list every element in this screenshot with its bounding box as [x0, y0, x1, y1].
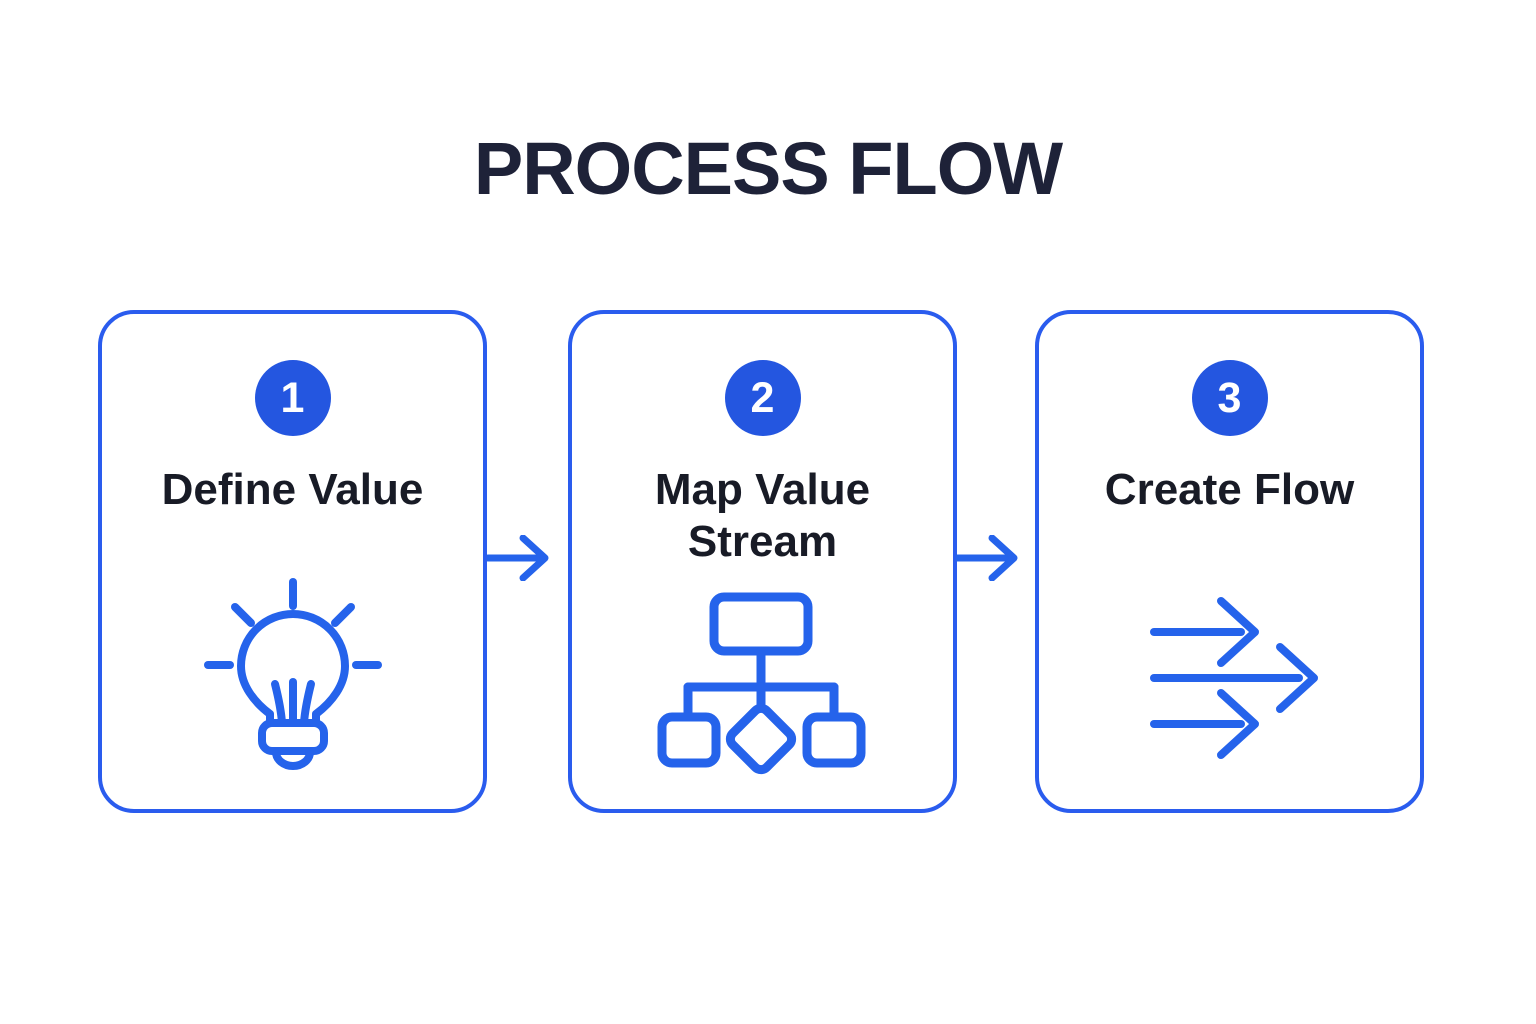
step-label: Map Value Stream	[654, 465, 871, 566]
arrow-right-icon	[956, 535, 1022, 581]
triple-arrows-icon	[1129, 592, 1349, 782]
step-number-badge: 1	[254, 360, 331, 436]
step-card-define-value: 1 Define Value	[98, 310, 487, 813]
flowchart-icon	[648, 587, 878, 787]
arrow-right-icon	[487, 535, 553, 581]
step-card-create-flow: 3 Create Flow	[1035, 310, 1424, 813]
step-label: Define Value	[161, 465, 424, 514]
page-title: PROCESS FLOW	[473, 127, 1063, 210]
step-label: Create Flow	[1104, 465, 1355, 514]
step-number-badge: 3	[1191, 360, 1268, 436]
lightbulb-icon	[198, 572, 388, 784]
step-number-badge: 2	[724, 360, 801, 436]
step-card-map-value-stream: 2 Map Value Stream	[568, 310, 957, 813]
